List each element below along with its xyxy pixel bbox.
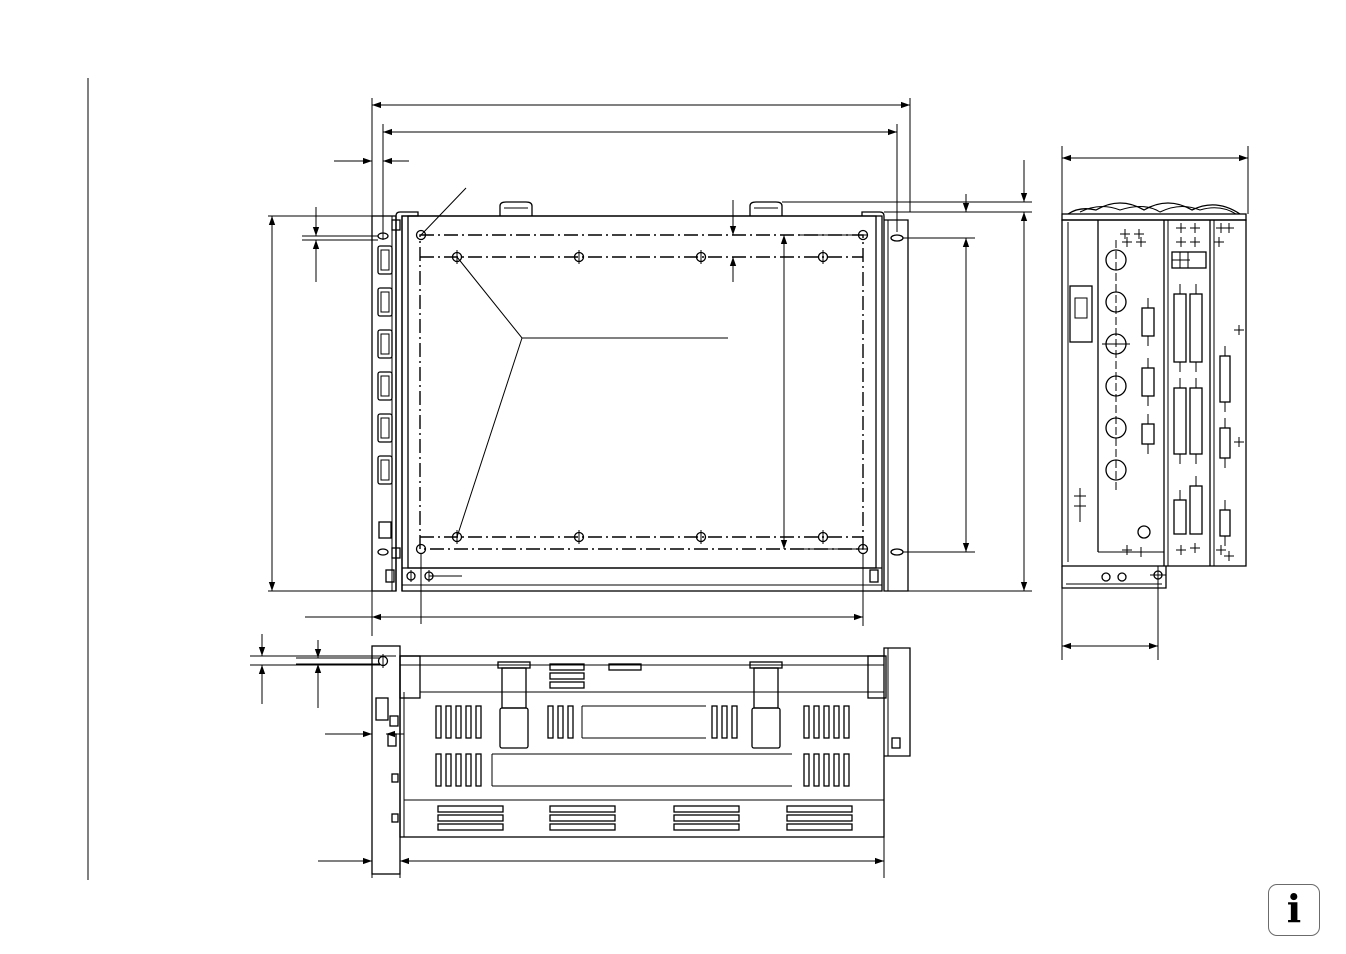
d-sub-connectors [1141,251,1231,537]
mounting-holes [406,229,869,582]
mounting-hole-pattern-outer [419,234,864,550]
top-handle-right [749,201,783,216]
connector-column [377,219,904,583]
front-panel-inner [407,215,877,569]
top-handle-left [499,201,533,216]
side-housing [1061,219,1247,567]
side-view [1061,146,1249,660]
bottom-view [250,634,911,878]
info-icon[interactable]: i [1268,884,1320,936]
front-view [268,98,1032,636]
front-panel-outline [401,215,883,592]
round-connectors [1102,240,1151,539]
screw-marks [1120,223,1244,561]
leader-line [420,187,467,236]
side-switch [1069,285,1093,343]
vent-slots [435,705,853,831]
info-glyph: i [1286,886,1302,931]
right-mounting-bracket [861,211,909,592]
leader-line [456,256,728,339]
bottom-housing-outline [399,655,885,838]
